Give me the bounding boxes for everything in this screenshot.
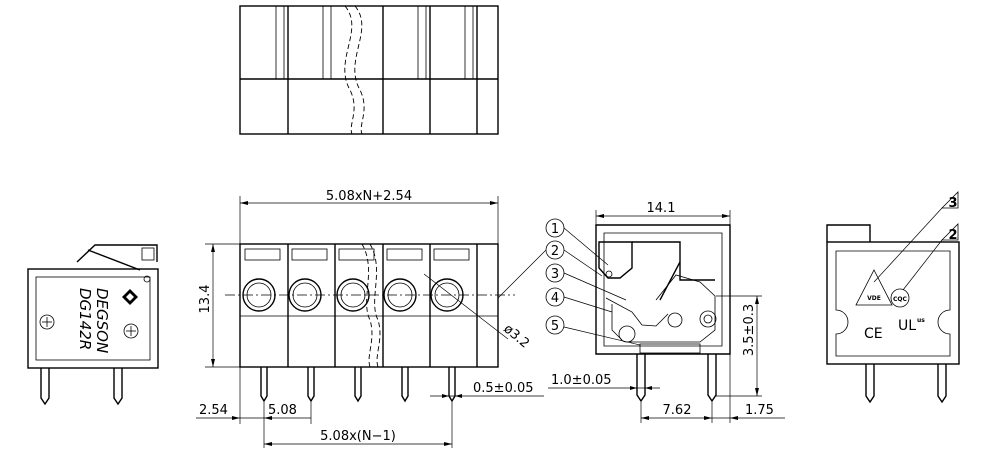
dim-row-offset: 1.75 — [745, 403, 774, 418]
callout-triangle-2: 2 — [902, 223, 959, 291]
svg-text:4: 4 — [551, 291, 559, 306]
svg-text:1: 1 — [551, 222, 559, 237]
top-view-outline — [239, 5, 499, 135]
screw-right — [123, 323, 139, 339]
ul-mark: UL — [898, 318, 916, 334]
callout-1: 1 — [545, 218, 609, 266]
svg-text:2: 2 — [948, 228, 957, 243]
svg-text:3: 3 — [551, 267, 559, 282]
vde-mark: VDE — [867, 295, 881, 302]
dim-pin-height: 3.5±0.3 — [742, 304, 757, 356]
top-view — [239, 5, 499, 135]
svg-text:3: 3 — [948, 196, 957, 211]
break-line — [344, 5, 355, 135]
dim-pitch: 5.08 — [268, 403, 297, 418]
marking-view: VDE CQC CE UL us 3 2 — [826, 191, 960, 404]
side-body — [27, 268, 159, 369]
brand-logo — [122, 289, 138, 305]
front-body — [239, 243, 499, 368]
dim-depth: 14.1 — [647, 201, 676, 216]
pin-right — [113, 368, 123, 406]
ul-us-mark: us — [917, 317, 925, 324]
dim-hole-diameter: ø3.2 — [500, 322, 532, 352]
marking-pin-right — [937, 364, 947, 404]
dim-height: 13.4 — [198, 285, 213, 314]
marking-pin-left — [865, 364, 875, 404]
callout-3: 3 — [545, 263, 627, 301]
clamp-screw — [699, 310, 717, 328]
dim-row-pitch: 7.62 — [663, 403, 692, 418]
lever — [76, 244, 158, 263]
dim-pin-width: 0.5±0.05 — [473, 381, 534, 396]
callout-2: 2 — [497, 240, 603, 299]
svg-text:5: 5 — [551, 319, 559, 334]
clamp-pivot — [618, 325, 636, 343]
dim-edge-offset: 2.54 — [199, 403, 228, 418]
vde-triangle — [855, 269, 893, 306]
left-side-view: DEGSON DG142R — [27, 244, 159, 406]
screw-left — [39, 314, 55, 330]
callout-4: 4 — [545, 287, 613, 313]
brand-text: DEGSON — [93, 288, 111, 353]
cqc-mark-circle — [890, 288, 910, 308]
dim-pin-thickness: 1.0±0.05 — [551, 373, 612, 388]
callout-5: 5 — [545, 315, 641, 346]
pin-left — [40, 368, 50, 406]
front-view — [225, 243, 515, 403]
front-dimensions: 5.08xN+2.54 13.4 ø3.2 2.54 5.08 5.08x(N−… — [196, 189, 544, 448]
dim-pitch-span: 5.08x(N−1) — [320, 429, 396, 444]
section-view — [595, 224, 731, 403]
callout-triangle-3: 3 — [873, 191, 959, 283]
cqc-mark: CQC — [893, 296, 908, 303]
section-dimensions: 14.1 3.5±0.3 1.0±0.05 7.62 1.75 — [548, 201, 785, 423]
marking-body — [826, 241, 960, 365]
model-text: DG142R — [76, 288, 94, 350]
callouts: 1 2 3 4 5 — [497, 218, 641, 346]
svg-text:2: 2 — [551, 244, 559, 259]
dim-total-length: 5.08xN+2.54 — [326, 189, 412, 204]
ce-mark: CE — [864, 326, 883, 342]
